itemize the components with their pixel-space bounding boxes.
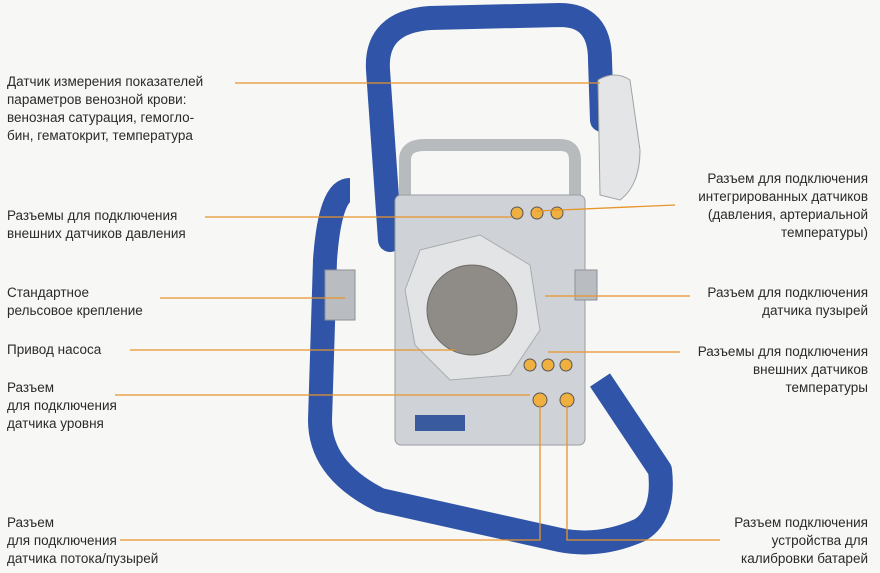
venous-sensor xyxy=(597,74,641,201)
label-flow-bubble: Разъем для подключения датчика потока/пу… xyxy=(7,515,159,566)
label-pump-drive: Привод насоса xyxy=(7,342,102,357)
label-integrated-sensors: Разъем для подключения интегрированных д… xyxy=(698,171,868,240)
rear-handle xyxy=(399,139,581,200)
label-level-sensor: Разъем для подключения датчика уровня xyxy=(7,380,117,431)
label-external-temperature: Разъемы для подключения внешних датчиков… xyxy=(697,344,868,395)
carry-handle xyxy=(365,2,614,252)
leader-lines xyxy=(115,82,720,541)
label-venous-sensor: Датчик измерения показателей параметров … xyxy=(7,74,204,143)
base-frame xyxy=(308,178,673,555)
label-external-pressure: Разъемы для подключения внешних датчиков… xyxy=(7,208,186,241)
label-bubble-sensor: Разъем для подключения датчика пузырей xyxy=(707,285,868,318)
label-battery-calibration: Разъем подключения устройства для калибр… xyxy=(734,515,868,566)
rail-mount xyxy=(324,269,356,321)
pump-drive xyxy=(426,264,518,356)
label-rail-mount: Стандартное рельсовое крепление xyxy=(7,285,143,318)
